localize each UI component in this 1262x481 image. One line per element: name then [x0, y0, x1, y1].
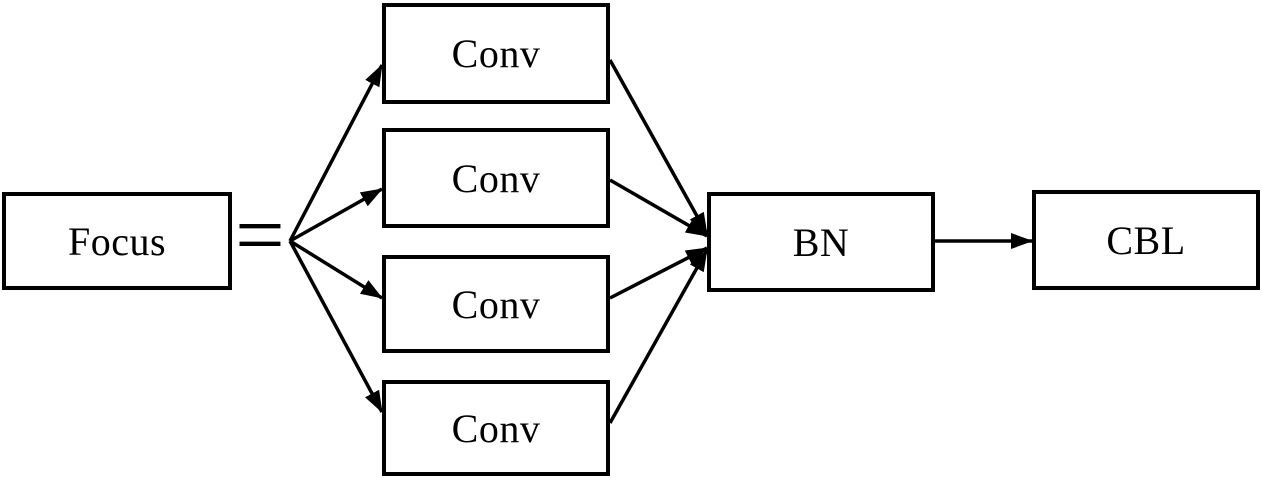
node-conv-4: Conv: [382, 380, 610, 476]
node-focus-label: Focus: [67, 218, 167, 264]
equals-symbol: =: [228, 187, 292, 284]
node-conv-1: Conv: [382, 3, 610, 104]
edge-equals-conv1: [288, 64, 384, 242]
node-conv-3: Conv: [382, 255, 610, 353]
node-bn: BN: [707, 192, 935, 292]
edge-equals-conv3: [289, 239, 383, 300]
node-conv-4-label: Conv: [451, 405, 541, 451]
edge-equals-conv2: [289, 187, 383, 243]
node-focus: Focus: [2, 192, 232, 290]
node-bn-label: BN: [792, 219, 850, 265]
node-conv-3-label: Conv: [451, 281, 541, 327]
edge-conv1-bn: [608, 59, 709, 235]
node-cbl-label: CBL: [1106, 217, 1186, 263]
edge-conv2-bn: [609, 178, 708, 238]
node-cbl: CBL: [1032, 190, 1260, 290]
node-conv-2: Conv: [382, 128, 610, 228]
node-conv-2-label: Conv: [451, 155, 541, 201]
edge-equals-conv4: [288, 240, 384, 413]
node-conv-1-label: Conv: [451, 31, 541, 76]
edge-conv4-bn: [608, 249, 709, 424]
equals-symbol-text: =: [235, 186, 285, 284]
